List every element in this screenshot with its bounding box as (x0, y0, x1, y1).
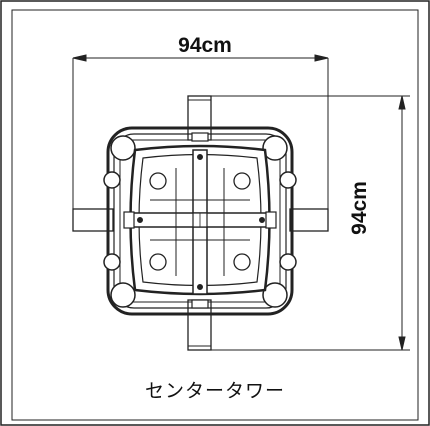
width-dimension-label: 94cm (178, 34, 232, 57)
inner-border (11, 9, 419, 421)
depth-dimension-label: 94cm (348, 181, 371, 235)
caption: センタータワー (144, 380, 285, 402)
depth-dimension (200, 95, 410, 351)
tower-plan (72, 95, 329, 351)
width-dimension (72, 54, 329, 228)
